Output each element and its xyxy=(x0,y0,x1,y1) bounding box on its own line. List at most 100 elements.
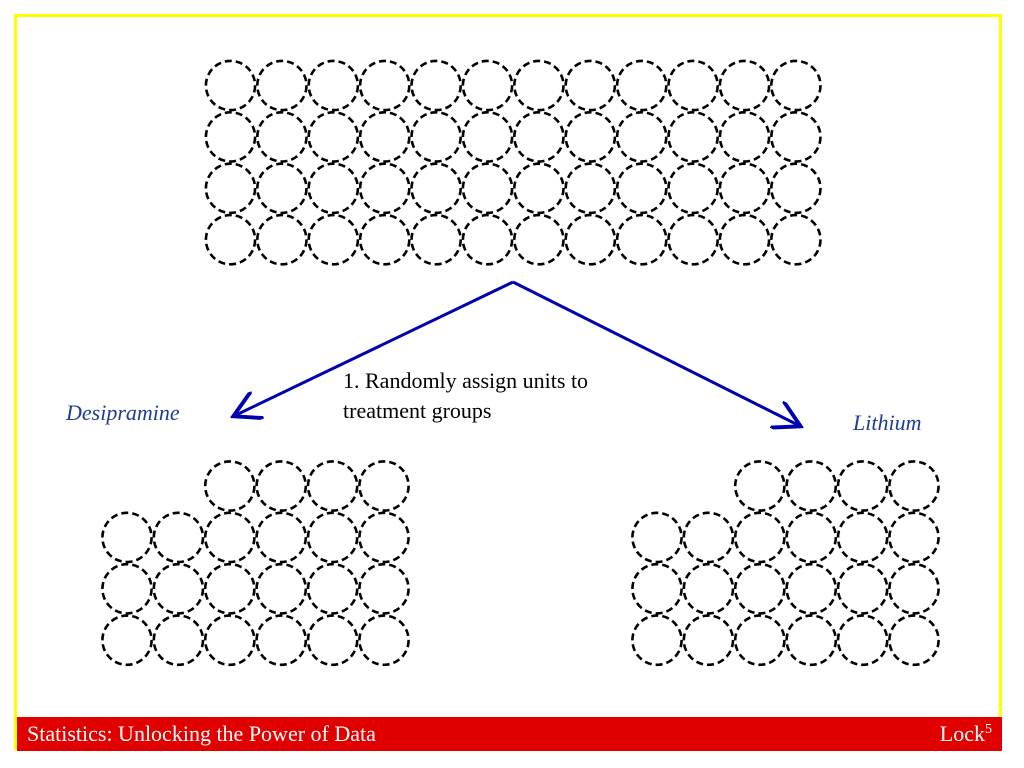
lithium-unit-circle xyxy=(888,460,940,512)
desipramine-unit-circle xyxy=(255,511,308,564)
lithium-unit-circle xyxy=(836,511,889,564)
unit-circle xyxy=(255,110,308,163)
unit-circle xyxy=(513,59,565,112)
lithium-unit-circle xyxy=(733,460,786,512)
unit-circle xyxy=(770,110,822,163)
unit-circle xyxy=(718,162,771,215)
unit-circle xyxy=(667,110,720,163)
lithium-unit-circle xyxy=(888,511,940,564)
lithium-unit-circle xyxy=(682,614,735,667)
desipramine-unit-circle xyxy=(203,511,256,564)
desipramine-unit-circle xyxy=(358,460,410,512)
unit-circle xyxy=(358,162,411,215)
unit-circle xyxy=(204,213,257,266)
unit-circle xyxy=(204,162,257,215)
desipramine-unit-circle xyxy=(101,511,153,564)
unit-circle xyxy=(255,162,308,215)
desipramine-units-grid xyxy=(101,460,410,667)
desipramine-label: Desipramine xyxy=(66,400,180,425)
unit-circle xyxy=(410,213,463,266)
unit-circle xyxy=(615,162,668,215)
unit-circle xyxy=(770,213,822,266)
lithium-unit-circle xyxy=(836,614,889,667)
unit-circle xyxy=(461,110,514,163)
unit-circle xyxy=(461,162,514,215)
unit-circle xyxy=(307,110,360,163)
lithium-unit-circle xyxy=(631,614,683,667)
desipramine-unit-circle xyxy=(358,562,410,615)
all-units-grid xyxy=(204,59,822,266)
desipramine-unit-circle xyxy=(203,614,256,667)
lithium-unit-circle xyxy=(836,460,889,512)
unit-circle xyxy=(513,213,565,266)
desipramine-unit-circle xyxy=(306,460,359,512)
desipramine-unit-circle xyxy=(306,511,359,564)
lithium-unit-circle xyxy=(785,562,838,615)
desipramine-unit-circle xyxy=(101,614,153,667)
desipramine-unit-circle xyxy=(203,562,256,615)
unit-circle xyxy=(307,213,360,266)
unit-circle xyxy=(564,110,617,163)
unit-circle xyxy=(358,213,411,266)
desipramine-unit-circle xyxy=(152,511,205,564)
unit-circle xyxy=(461,59,514,112)
desipramine-unit-circle xyxy=(255,460,308,512)
unit-circle xyxy=(718,59,771,112)
lithium-unit-circle xyxy=(888,562,940,615)
unit-circle xyxy=(615,110,668,163)
unit-circle xyxy=(255,59,308,112)
desipramine-unit-circle xyxy=(255,562,308,615)
unit-circle xyxy=(718,213,771,266)
unit-circle xyxy=(770,162,822,215)
arrow-to-lithium xyxy=(512,280,798,425)
unit-circle xyxy=(564,213,617,266)
footer-credit: Lock5 xyxy=(940,717,992,751)
footer-title: Statistics: Unlocking the Power of Data xyxy=(27,721,376,746)
unit-circle xyxy=(204,110,257,163)
unit-circle xyxy=(564,162,617,215)
arrow-to-desipramine xyxy=(236,280,514,415)
unit-circle xyxy=(513,110,565,163)
desipramine-unit-circle xyxy=(152,562,205,615)
desipramine-unit-circle xyxy=(203,460,256,512)
desipramine-unit-circle xyxy=(255,614,308,667)
unit-circle xyxy=(667,59,720,112)
unit-circle xyxy=(204,59,257,112)
lithium-unit-circle xyxy=(785,511,838,564)
desipramine-unit-circle xyxy=(101,562,153,615)
unit-circle xyxy=(410,110,463,163)
lithium-label: Lithium xyxy=(853,410,922,435)
footer-credit-main: Lock xyxy=(939,721,985,746)
desipramine-unit-circle xyxy=(358,511,410,564)
unit-circle xyxy=(410,162,463,215)
unit-circle xyxy=(564,59,617,112)
desipramine-unit-circle xyxy=(306,614,359,667)
lithium-unit-circle xyxy=(733,511,786,564)
unit-circle xyxy=(307,162,360,215)
unit-circle xyxy=(513,162,565,215)
lithium-unit-circle xyxy=(682,562,735,615)
lithium-unit-circle xyxy=(733,614,786,667)
desipramine-unit-circle xyxy=(152,614,205,667)
footer-credit-superscript: 5 xyxy=(985,722,992,737)
lithium-unit-circle xyxy=(631,511,683,564)
unit-circle xyxy=(615,213,668,266)
footer-bar: Statistics: Unlocking the Power of Data … xyxy=(17,717,1002,751)
lithium-unit-circle xyxy=(785,460,838,512)
unit-circle xyxy=(358,110,411,163)
lithium-unit-circle xyxy=(785,614,838,667)
desipramine-unit-circle xyxy=(358,614,410,667)
unit-circle xyxy=(410,59,463,112)
lithium-unit-circle xyxy=(836,562,889,615)
lithium-units-grid xyxy=(631,460,940,667)
lithium-unit-circle xyxy=(888,614,940,667)
unit-circle xyxy=(770,59,822,112)
unit-circle xyxy=(255,213,308,266)
lithium-unit-circle xyxy=(631,562,683,615)
unit-circle xyxy=(718,110,771,163)
unit-circle xyxy=(307,59,360,112)
unit-circle xyxy=(461,213,514,266)
lithium-unit-circle xyxy=(682,511,735,564)
